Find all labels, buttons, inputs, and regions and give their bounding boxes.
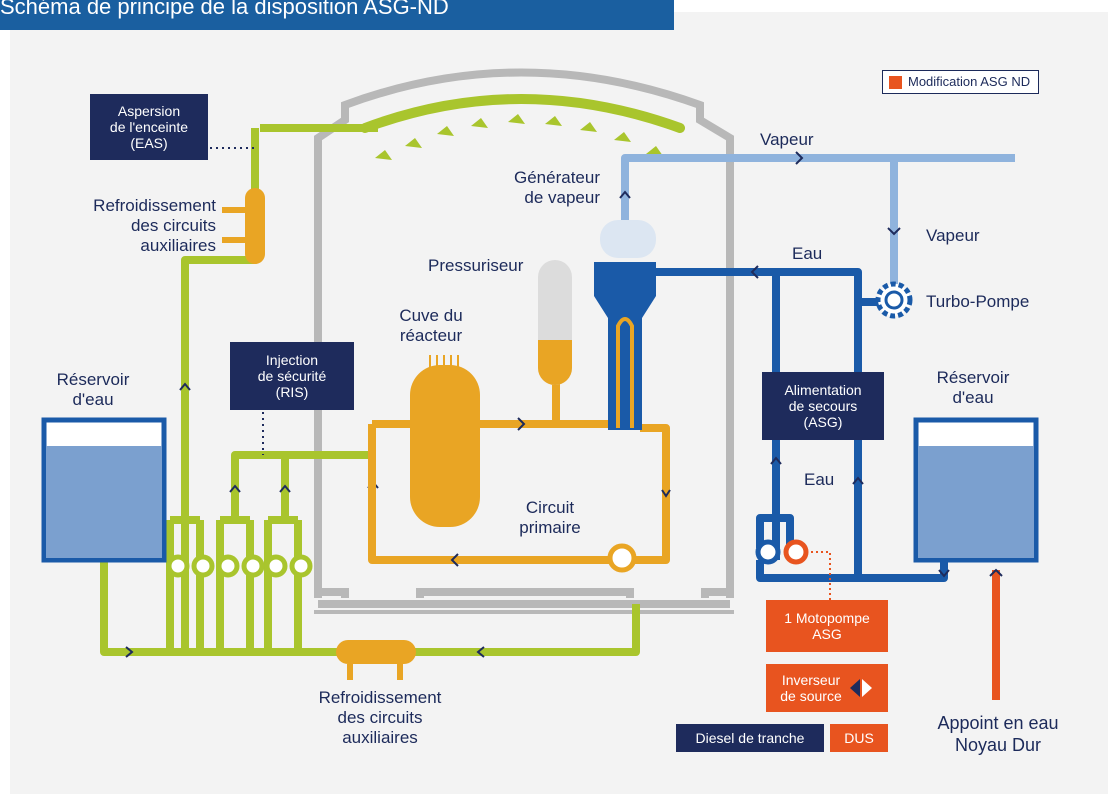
motopompe-line-2: ASG <box>812 626 842 642</box>
rca-top-2: des circuits <box>130 216 216 235</box>
hx-bottom-ports <box>347 664 403 680</box>
ris-box: Injection de sécurité (RIS) <box>230 342 354 410</box>
hx-top <box>245 188 265 264</box>
eas-line-1: Aspersion <box>117 103 181 119</box>
rca-bottom-2: des circuits <box>337 708 423 727</box>
rca-top-1: Refroidissement <box>93 196 216 215</box>
green-pumps <box>166 554 313 578</box>
circuit-2: primaire <box>519 518 581 537</box>
reservoir-right-label: Réservoir d'eau <box>918 368 1028 408</box>
gv-2: de vapeur <box>524 188 600 207</box>
spray-nozzles <box>375 114 663 160</box>
turbo-pump-core <box>884 290 904 310</box>
hx-bottom <box>336 640 416 664</box>
sg-top <box>600 220 656 258</box>
reactor-vessel <box>410 365 480 527</box>
feedwater-arrows <box>750 265 950 578</box>
pressurizer-water <box>538 340 572 385</box>
inverseur-box: Inverseur de source <box>766 664 888 712</box>
asg-line-3: (ASG) <box>803 414 843 430</box>
reservoir-right-2: d'eau <box>952 388 994 407</box>
inverseur-line-2: de source <box>780 688 842 704</box>
asg-turbo-pump <box>755 539 781 565</box>
inverseur-text: Inverseur de source <box>780 672 841 704</box>
cuve-1: Cuve du <box>399 306 463 325</box>
motopompe-line-1: 1 Motopompe <box>784 610 870 626</box>
steam-arrows <box>619 151 901 236</box>
primary-pump <box>607 543 637 573</box>
motopump-link <box>806 551 831 600</box>
hx-top-ports <box>222 207 245 243</box>
cuve-label: Cuve du réacteur <box>376 306 486 346</box>
diesel-label: Diesel de tranche <box>695 730 805 746</box>
eas-line-3: (EAS) <box>130 135 168 151</box>
rca-bottom-label: Refroidissement des circuits auxiliaires <box>300 688 460 748</box>
gv-label: Générateur de vapeur <box>470 168 600 208</box>
title-bar: Schéma de principe de la disposition ASG… <box>0 0 674 30</box>
legend-label: Modification ASG ND <box>908 74 1031 89</box>
eau-top-label: Eau <box>792 244 823 263</box>
primary-arrows <box>450 417 671 567</box>
steam-line <box>621 154 1015 284</box>
vapeur-top-label: Vapeur <box>760 130 814 149</box>
reactor-rods <box>429 355 459 368</box>
asg-line-2: de secours <box>788 398 858 414</box>
inverseur-line-1: Inverseur <box>781 672 841 688</box>
appoint-2: Noyau Dur <box>954 735 1042 755</box>
motopompe-box: 1 Motopompe ASG <box>766 600 888 652</box>
reservoir-left-1: Réservoir <box>56 370 130 389</box>
turbo-pompe-label: Turbo-Pompe <box>926 292 1030 311</box>
legend-swatch <box>889 75 902 89</box>
circuit-1: Circuit <box>525 498 575 517</box>
reservoir-left-2: d'eau <box>72 390 114 409</box>
ris-line-1: Injection <box>265 352 319 368</box>
reservoir-right-1: Réservoir <box>936 368 1010 387</box>
appoint-arrow <box>989 568 1003 577</box>
title-text: Schéma de principe de la disposition ASG… <box>0 0 449 19</box>
eas-line-2: de l'enceinte <box>109 119 189 135</box>
primary-circuit <box>368 380 670 564</box>
rca-bottom-1: Refroidissement <box>318 688 442 707</box>
rca-top-3: auxiliaires <box>140 236 216 255</box>
rca-bottom-3: auxiliaires <box>342 728 418 747</box>
green-flow-arrows <box>125 382 485 658</box>
asg-motor-pump <box>783 539 809 565</box>
appoint-label: Appoint en eau Noyau Dur <box>918 712 1078 756</box>
reservoir-right-water <box>918 446 1034 558</box>
reservoir-left-label: Réservoir d'eau <box>38 370 148 410</box>
cuve-2: réacteur <box>399 326 463 345</box>
spray-ring <box>360 94 685 133</box>
circuit-primaire-label: Circuit primaire <box>500 498 600 538</box>
rca-top-label: Refroidissement des circuits auxiliaires <box>56 196 216 256</box>
vapeur-right-label: Vapeur <box>926 226 980 245</box>
sg-tubes <box>616 317 634 428</box>
switch-icon <box>848 677 874 699</box>
legend: Modification ASG ND <box>882 70 1040 94</box>
dus-box: DUS <box>830 724 888 752</box>
ris-line-3: (RIS) <box>275 384 309 400</box>
asg-line-1: Alimentation <box>784 382 862 398</box>
gv-1: Générateur <box>514 168 600 187</box>
eau-mid-label: Eau <box>804 470 835 489</box>
eas-box: Aspersion de l'enceinte (EAS) <box>90 94 208 160</box>
sg-body <box>594 262 656 430</box>
reservoir-left-water <box>46 446 162 558</box>
diesel-box: Diesel de tranche <box>676 724 824 752</box>
green-cooling-circuit <box>100 124 640 656</box>
dus-label: DUS <box>844 730 874 746</box>
ris-line-2: de sécurité <box>257 368 327 384</box>
asg-box: Alimentation de secours (ASG) <box>762 372 884 440</box>
pressuriseur-label: Pressuriseur <box>428 256 524 275</box>
appoint-1: Appoint en eau <box>937 713 1059 733</box>
